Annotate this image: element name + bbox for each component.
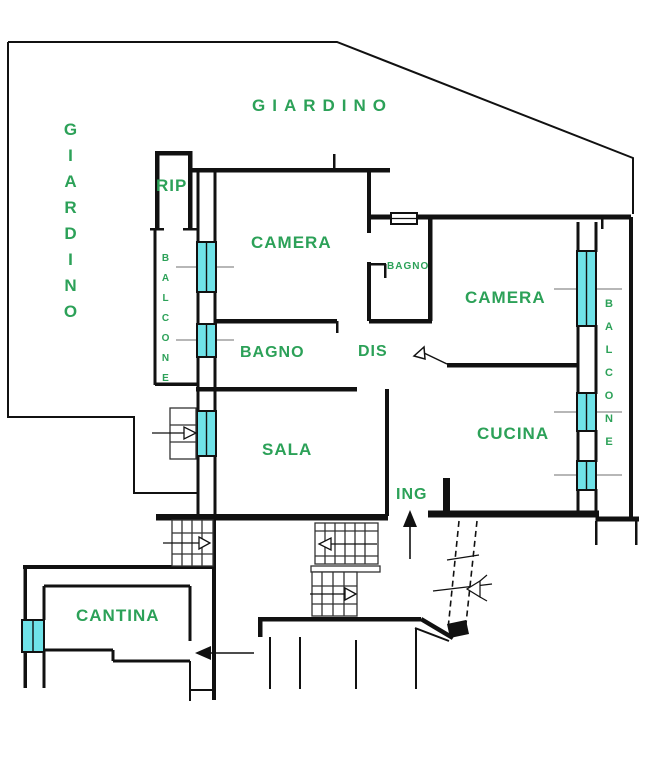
window-sill-lines <box>176 266 622 476</box>
stair-arrow-down-icon <box>310 586 358 602</box>
label-camera-left: CAMERA <box>251 233 332 252</box>
label-bagno-small: BAGNO <box>387 261 430 272</box>
label-sala: SALA <box>262 440 313 459</box>
label-balcone-left: BALCONE <box>160 253 171 393</box>
walls-diagonal <box>414 617 455 642</box>
external-ramp <box>432 520 493 638</box>
door-swing-ramp-icon <box>465 574 488 602</box>
label-giardino-top: GIARDINO <box>252 96 393 115</box>
label-rip: RIP <box>156 176 188 195</box>
label-bagno: BAGNO <box>240 344 305 361</box>
label-cantina: CANTINA <box>76 606 160 625</box>
stair-arrow-hall-left-icon <box>163 535 212 551</box>
walls <box>23 150 639 701</box>
window-top-wall-icon <box>390 212 418 225</box>
stair-landing <box>310 565 381 573</box>
cantina-arrow-icon <box>195 646 254 660</box>
garden-boundary-line <box>7 41 634 494</box>
stair-arrow-up-icon <box>317 536 377 552</box>
label-ing: ING <box>396 486 428 503</box>
stair-arrow-garden-icon <box>152 425 198 441</box>
windows <box>21 212 622 653</box>
window-mullions <box>32 242 588 652</box>
label-dis: DIS <box>358 343 388 360</box>
door-swing-dis-icon <box>412 345 448 365</box>
entrance-arrow-icon <box>403 510 417 559</box>
label-giardino-left: GIARDINO <box>61 120 80 328</box>
arrows <box>152 345 488 660</box>
label-balcone-right: BALCONE <box>603 298 615 459</box>
label-cucina: CUCINA <box>477 424 550 443</box>
label-camera-right: CAMERA <box>465 288 546 307</box>
